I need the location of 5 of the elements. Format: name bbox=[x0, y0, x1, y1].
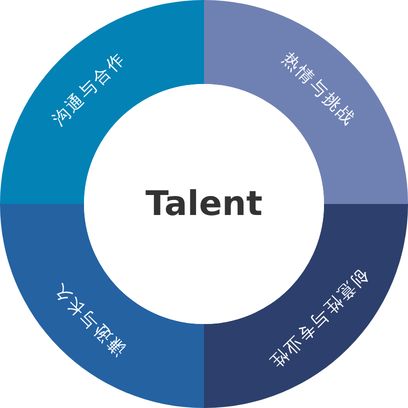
segment-label: 沟通与合作 bbox=[48, 48, 132, 132]
segment-label: 谦逊与长久 bbox=[48, 276, 132, 360]
segment-label: 创意性与专业性 bbox=[263, 263, 374, 374]
segment-label: 热情与挑战 bbox=[276, 48, 360, 132]
center-title: Talent bbox=[146, 184, 262, 224]
